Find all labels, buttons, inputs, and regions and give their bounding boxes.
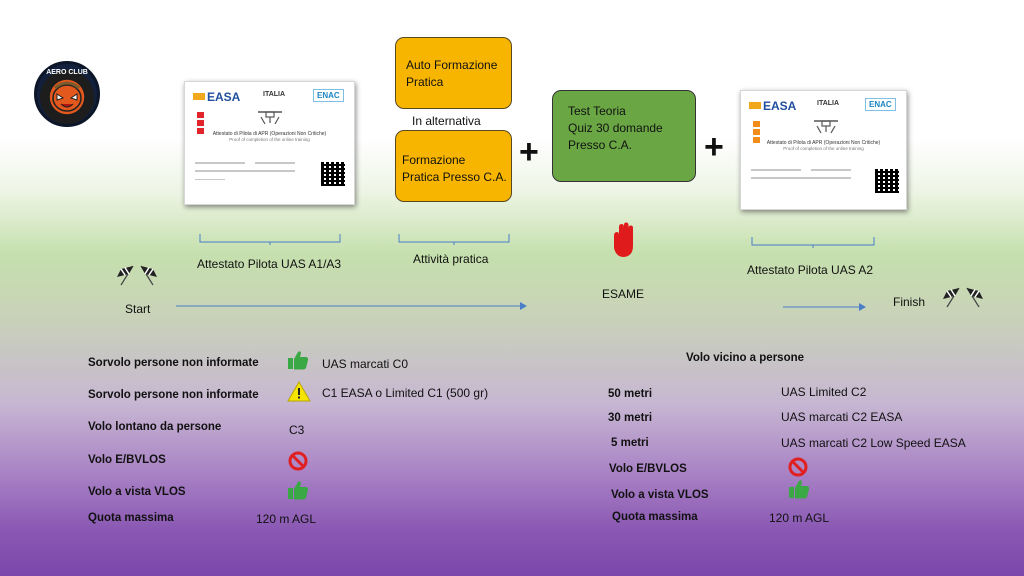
brace-a1a3 xyxy=(199,234,341,245)
rule-label: Volo E/BVLOS xyxy=(609,463,687,475)
rule-label: 30 metri xyxy=(608,412,653,424)
drone-icon xyxy=(258,111,282,125)
certificate-line xyxy=(811,177,851,179)
rule-value: UAS marcati C2 EASA xyxy=(781,410,903,424)
certificate-a1a3-image: EASA ITALIA ENAC Attestato di Pilota di … xyxy=(184,81,355,205)
rule-value: UAS Limited C2 xyxy=(781,385,867,399)
seal-icon xyxy=(197,120,204,126)
aero-club-logo: AERO CLUB xyxy=(34,61,100,127)
right-rules-heading: Volo vicino a persone xyxy=(686,352,805,364)
prohibited-icon xyxy=(288,451,308,471)
seal-icon xyxy=(197,112,204,118)
enac-logo: ENAC xyxy=(865,98,896,111)
rule-label: Volo a vista VLOS xyxy=(611,489,709,501)
certificate-line xyxy=(255,170,295,172)
easa-logo: EASA xyxy=(749,99,796,113)
seal-icon xyxy=(753,137,760,143)
certificate-line xyxy=(195,162,245,164)
rule-value: UAS marcati C0 xyxy=(322,357,409,371)
rule-value: C3 xyxy=(289,423,305,437)
warning-icon xyxy=(287,381,311,402)
tiger-mascot-icon: AERO CLUB xyxy=(46,69,88,112)
label-attivita-pratica: Attività pratica xyxy=(413,252,489,266)
seal-icon xyxy=(197,128,204,134)
arrow-to-finish xyxy=(783,303,866,311)
rule-value: 120 m AGL xyxy=(769,511,830,525)
rule-label: Quota massima xyxy=(88,512,174,524)
in-alternativa-label: In alternativa xyxy=(412,114,481,128)
certificate-title: Attestato di Pilota di APR (Operazioni N… xyxy=(766,140,881,151)
rule-label: Volo lontano da persone xyxy=(88,421,222,433)
label-start: Start xyxy=(125,302,151,316)
rule-label: Sorvolo persone non informate xyxy=(88,389,259,401)
certificate-line xyxy=(751,177,811,179)
plus-sign: + xyxy=(704,128,724,166)
rule-value: 120 m AGL xyxy=(256,512,317,526)
certificate-title: Attestato di Pilota di APR (Operazioni N… xyxy=(212,131,327,142)
prohibited-icon xyxy=(788,457,808,477)
thumbs-up-icon xyxy=(288,351,309,370)
certificate-line xyxy=(811,169,851,171)
thumbs-up-icon xyxy=(789,480,810,499)
rule-value: C1 EASA o Limited C1 (500 gr) xyxy=(322,386,489,400)
label-attestato-a1a3: Attestato Pilota UAS A1/A3 xyxy=(197,257,342,271)
stop-hand-icon xyxy=(614,222,633,257)
plus-sign: + xyxy=(519,133,539,171)
brace-a2 xyxy=(751,237,875,248)
label-attestato-a2: Attestato Pilota UAS A2 xyxy=(747,263,874,277)
rule-value: UAS marcati C2 Low Speed EASA xyxy=(781,436,966,450)
enac-logo: ENAC xyxy=(313,89,344,102)
arrow-start-to-esame xyxy=(176,302,527,310)
label-esame: ESAME xyxy=(602,287,645,301)
seal-icon xyxy=(753,121,760,127)
certificate-a2-image: EASA ITALIA ENAC Attestato di Pilota di … xyxy=(740,90,907,210)
certificate-country: ITALIA xyxy=(817,100,840,107)
certificate-country: ITALIA xyxy=(263,91,286,98)
rule-label: Volo a vista VLOS xyxy=(88,486,186,498)
rule-label: 5 metri xyxy=(611,437,649,449)
qr-code-icon xyxy=(875,169,899,193)
rule-label: Volo E/BVLOS xyxy=(88,454,166,466)
qr-code-icon xyxy=(321,162,345,186)
rule-label: 50 metri xyxy=(608,388,653,400)
certificate-line xyxy=(751,169,801,171)
rule-label: Quota massima xyxy=(612,511,698,523)
checkered-flag-icon xyxy=(943,287,983,308)
certificate-line xyxy=(195,170,255,172)
brace-pratica xyxy=(398,234,510,245)
drone-icon xyxy=(814,120,838,134)
checkered-flag-icon xyxy=(117,265,157,286)
rule-label: Sorvolo persone non informate xyxy=(88,357,259,369)
thumbs-up-icon xyxy=(288,481,309,500)
certificate-line xyxy=(255,162,295,164)
svg-text:AERO CLUB: AERO CLUB xyxy=(46,69,88,76)
easa-logo: EASA xyxy=(193,90,240,104)
seal-icon xyxy=(753,129,760,135)
test-teoria-box: Test Teoria Quiz 30 domande Presso C.A. xyxy=(552,90,696,182)
certificate-line xyxy=(195,179,225,180)
label-finish: Finish xyxy=(893,295,926,309)
